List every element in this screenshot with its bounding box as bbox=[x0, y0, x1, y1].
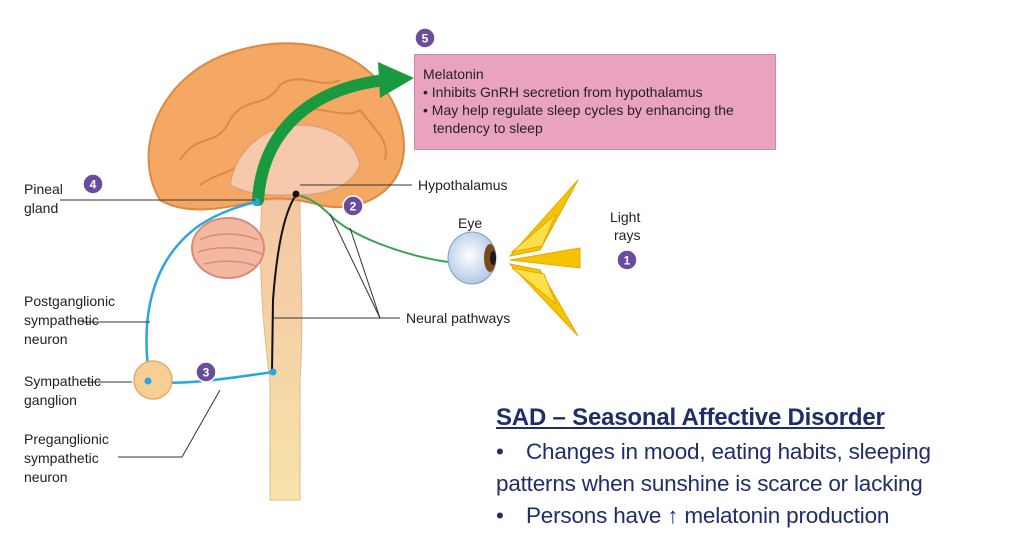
postganglionic-label-3: neuron bbox=[24, 331, 68, 347]
sad-bullet-1: •Changes in mood, eating habits, sleepin… bbox=[496, 436, 1008, 500]
sad-bullet-2: • Persons have ↑ melatonin production bbox=[496, 500, 1008, 532]
svg-text:1: 1 bbox=[624, 254, 631, 268]
sad-section: SAD – Seasonal Affective Disorder •Chang… bbox=[496, 404, 1008, 532]
melatonin-release-arrow bbox=[252, 74, 391, 206]
step-badge-1: 1 bbox=[616, 249, 638, 271]
step-badge-5: 5 bbox=[414, 27, 436, 49]
melatonin-title: Melatonin bbox=[423, 66, 484, 82]
sad-heading: SAD – Seasonal Affective Disorder bbox=[496, 404, 885, 431]
preganglionic-label-3: neuron bbox=[24, 469, 68, 485]
melatonin-effect-1: Inhibits GnRH secretion from hypothalamu… bbox=[423, 83, 767, 101]
hypothalamus-dot bbox=[292, 190, 300, 198]
postganglionic-label-2: sympathetic bbox=[24, 312, 99, 328]
bullet-icon: • bbox=[496, 503, 504, 528]
svg-text:4: 4 bbox=[90, 178, 97, 192]
sad-bullet-2-text: Persons have ↑ melatonin production bbox=[526, 503, 890, 528]
light-rays-icon bbox=[508, 179, 581, 337]
sympathetic-ganglion-label-2: ganglion bbox=[24, 392, 77, 408]
pineal-label-2: gland bbox=[24, 200, 58, 216]
sad-bullet-list: •Changes in mood, eating habits, sleepin… bbox=[496, 436, 1008, 532]
spinal-cord bbox=[259, 199, 303, 501]
sympathetic-ganglion bbox=[133, 360, 173, 400]
pupil-icon bbox=[490, 251, 496, 265]
melatonin-box: Melatonin Inhibits GnRH secretion from h… bbox=[414, 54, 776, 150]
cord-synapse-dot bbox=[269, 368, 277, 376]
svg-text:5: 5 bbox=[422, 32, 429, 46]
step-badge-3: 3 bbox=[195, 361, 217, 383]
melatonin-arrowhead bbox=[378, 62, 414, 98]
postganglionic-label: Postganglionic bbox=[24, 293, 115, 309]
cerebellum-folds bbox=[197, 233, 263, 267]
svg-text:3: 3 bbox=[203, 366, 210, 380]
preganglionic-label-2: sympathetic bbox=[24, 450, 99, 466]
step-badge-2: 2 bbox=[342, 195, 364, 217]
sympathetic-pathway bbox=[145, 200, 274, 384]
step-badge-4: 4 bbox=[82, 173, 104, 195]
ganglion-dot bbox=[144, 377, 152, 385]
preganglionic-label: Preganglionic bbox=[24, 431, 109, 447]
leader-lines bbox=[60, 184, 412, 458]
light-label-2: rays bbox=[614, 227, 640, 243]
pineal-gland bbox=[252, 198, 260, 206]
sad-bullet-1-text: Changes in mood, eating habits, sleeping… bbox=[496, 439, 931, 496]
pineal-label: Pineal bbox=[24, 181, 63, 197]
hypothalamus-label: Hypothalamus bbox=[418, 177, 508, 193]
melatonin-effects-list: Inhibits GnRH secretion from hypothalamu… bbox=[423, 83, 767, 137]
svg-text:2: 2 bbox=[350, 200, 357, 214]
melatonin-effect-2: May help regulate sleep cycles by enhanc… bbox=[423, 101, 767, 137]
neural-pathways-label: Neural pathways bbox=[406, 310, 510, 326]
light-label: Light bbox=[610, 209, 640, 225]
sympathetic-ganglion-label: Sympathetic bbox=[24, 373, 101, 389]
bullet-icon: • bbox=[496, 439, 504, 464]
neural-pathway-cord bbox=[271, 194, 297, 373]
retinohypothalamic-path bbox=[299, 195, 449, 263]
eye-label: Eye bbox=[458, 215, 482, 231]
